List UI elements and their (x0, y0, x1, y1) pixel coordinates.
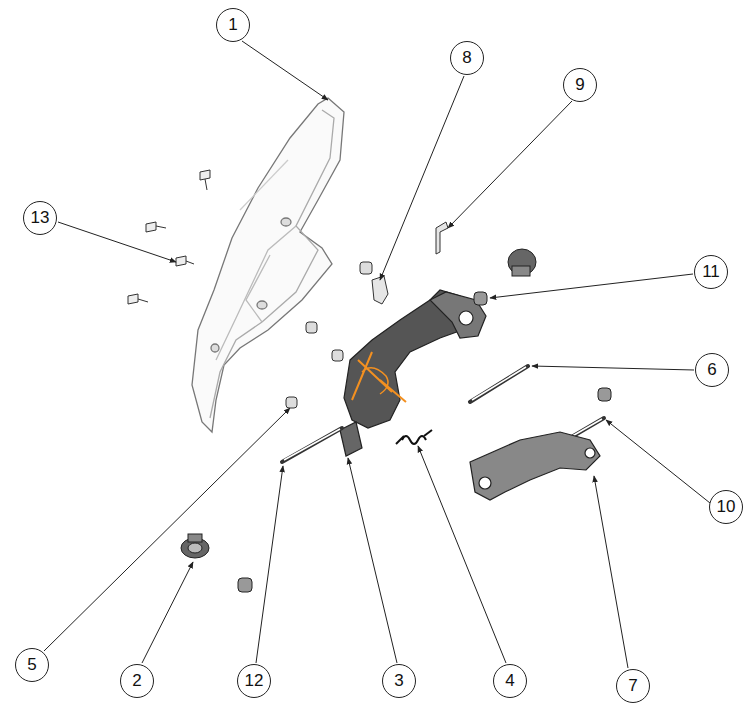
callout-number: 3 (382, 664, 416, 698)
main-bracket (340, 290, 486, 456)
leader-lines (44, 41, 710, 668)
windshield (192, 98, 344, 432)
clips (372, 222, 448, 304)
screws (128, 170, 210, 304)
callout-number: 8 (450, 41, 484, 75)
callout-number: 10 (709, 490, 743, 524)
callout-number: 1 (216, 8, 250, 42)
callout-number: 6 (695, 353, 729, 387)
knob (181, 534, 209, 558)
callout-number: 7 (616, 669, 650, 703)
callout-number: 5 (15, 648, 49, 682)
callout-number: 13 (23, 201, 57, 235)
callout-number: 11 (694, 255, 728, 289)
nuts (238, 292, 611, 592)
callout-number: 2 (120, 664, 154, 698)
lower-bracket (470, 432, 600, 500)
spring (396, 430, 432, 444)
knob (508, 249, 536, 276)
callout-number: 9 (563, 68, 597, 102)
callout-number: 12 (237, 664, 271, 698)
callout-number: 4 (493, 664, 527, 698)
